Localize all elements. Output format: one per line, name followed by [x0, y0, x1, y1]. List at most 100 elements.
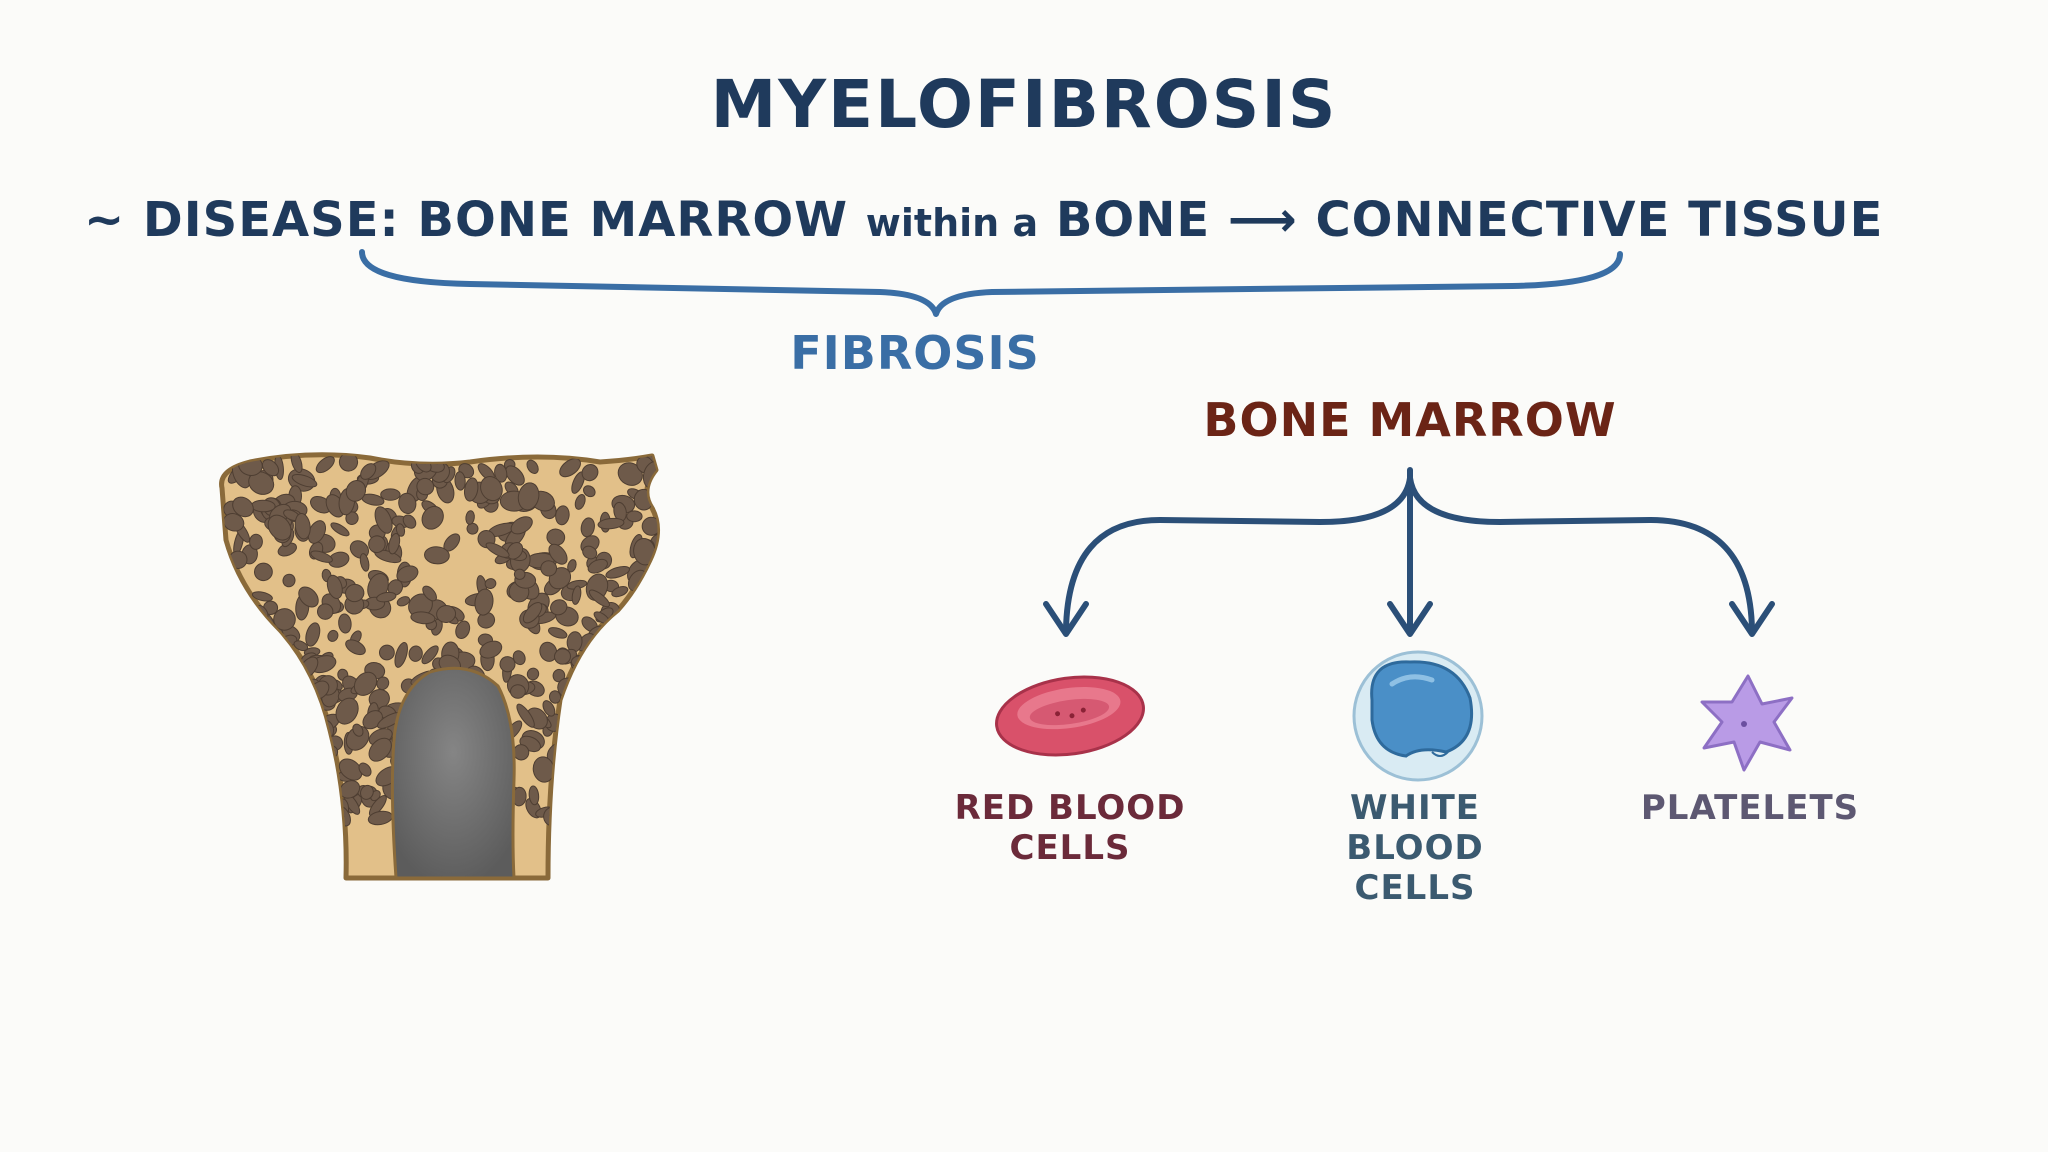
trabecula	[248, 471, 275, 495]
trabecula	[454, 471, 466, 491]
trabecula	[335, 697, 359, 725]
trabecula	[505, 465, 525, 486]
trabecula	[540, 560, 558, 577]
trabecula	[580, 517, 595, 538]
trabecula	[358, 762, 372, 777]
trabecula	[479, 640, 503, 659]
trabecula	[380, 488, 401, 501]
trabecula	[374, 506, 393, 534]
trabecula	[353, 671, 378, 696]
definition-prefix: ~ DISEASE:	[84, 192, 400, 248]
trabecula	[517, 482, 540, 511]
trabecula	[261, 459, 280, 477]
definition-bone: BONE	[1055, 192, 1211, 248]
platelets-label: PLATELETS	[1640, 788, 1860, 828]
trabecula	[571, 585, 582, 605]
trabecula	[548, 627, 568, 639]
trabecula	[542, 700, 556, 717]
trabecula	[548, 690, 562, 704]
trabecula	[338, 454, 359, 472]
trabecula	[588, 589, 610, 608]
trabecula	[251, 591, 273, 602]
trabecula	[398, 492, 417, 515]
trabecula	[359, 553, 370, 572]
trabecula	[526, 459, 539, 474]
definition-arrow-icon: ⟶	[1227, 192, 1298, 248]
trabecula	[282, 573, 296, 588]
trabecula	[410, 611, 436, 625]
trabecula	[480, 476, 503, 502]
trabecula	[317, 603, 334, 620]
trabecula	[474, 588, 494, 616]
trabecula	[254, 562, 273, 582]
definition-within-a: within a	[865, 201, 1039, 245]
trabecula	[548, 543, 568, 565]
trabecula	[574, 493, 586, 510]
trabecula	[315, 456, 335, 474]
trabecula	[421, 645, 439, 665]
trabecula	[388, 533, 401, 555]
trabecula	[368, 535, 386, 554]
trabecula	[345, 639, 366, 656]
arrow-to-platelets	[1407, 475, 1755, 633]
trabecula	[526, 667, 540, 681]
trabecula	[499, 656, 516, 673]
white-blood-cells-label: WHITE BLOOD CELLS	[1346, 788, 1484, 908]
trabecula	[293, 640, 309, 652]
trabecula	[408, 645, 423, 662]
definition-line: ~ DISEASE: BONE MARROW within a BONE ⟶ C…	[84, 192, 1883, 248]
trabecula	[327, 629, 339, 642]
trabecula	[395, 523, 406, 537]
trabecula	[360, 784, 374, 800]
trabecula	[582, 545, 598, 560]
trabecula	[552, 668, 566, 683]
trabecula	[522, 601, 543, 624]
bone-marrow-heading: BONE MARROW	[1203, 393, 1617, 447]
trabecula	[516, 703, 535, 728]
trabecula	[436, 604, 457, 624]
trabecula	[305, 622, 321, 647]
trabecula	[376, 591, 397, 603]
trabecula	[581, 464, 599, 482]
trabecula	[465, 510, 475, 525]
trabecula	[338, 613, 352, 634]
arrowhead-platelets	[1729, 601, 1775, 637]
trabecula	[396, 565, 419, 583]
trabecula	[510, 516, 533, 535]
medullary-cavity	[390, 666, 516, 880]
trabecula	[416, 477, 435, 496]
trabecula	[345, 480, 367, 502]
trabecula	[267, 514, 292, 541]
arrow-to-rbc	[1063, 475, 1413, 633]
trabecula	[379, 644, 395, 661]
trabecula	[360, 463, 377, 480]
trabecula	[352, 723, 364, 737]
trabecula	[611, 586, 629, 598]
trabecula	[424, 546, 450, 565]
trabecula	[605, 565, 630, 579]
trabecula	[273, 608, 296, 631]
page-title: MYELOFIBROSIS	[710, 66, 1338, 143]
trabecula	[528, 785, 540, 806]
trabecula	[583, 485, 596, 498]
trabecula	[310, 550, 333, 563]
trabecula	[290, 454, 303, 473]
red-blood-cell-icon	[995, 675, 1145, 757]
trabecula	[345, 511, 359, 525]
red-blood-cells-label: RED BLOOD CELLS	[954, 788, 1186, 868]
trabecula	[485, 542, 510, 558]
trabecula	[626, 510, 643, 523]
trabecula	[368, 737, 392, 762]
arrowhead-rbc	[1043, 601, 1089, 637]
trabecula	[421, 505, 444, 530]
trabecula	[567, 559, 577, 573]
trabecula	[326, 574, 343, 600]
trabecula	[294, 512, 311, 540]
trabecula	[232, 496, 254, 518]
trabecula	[559, 458, 581, 478]
